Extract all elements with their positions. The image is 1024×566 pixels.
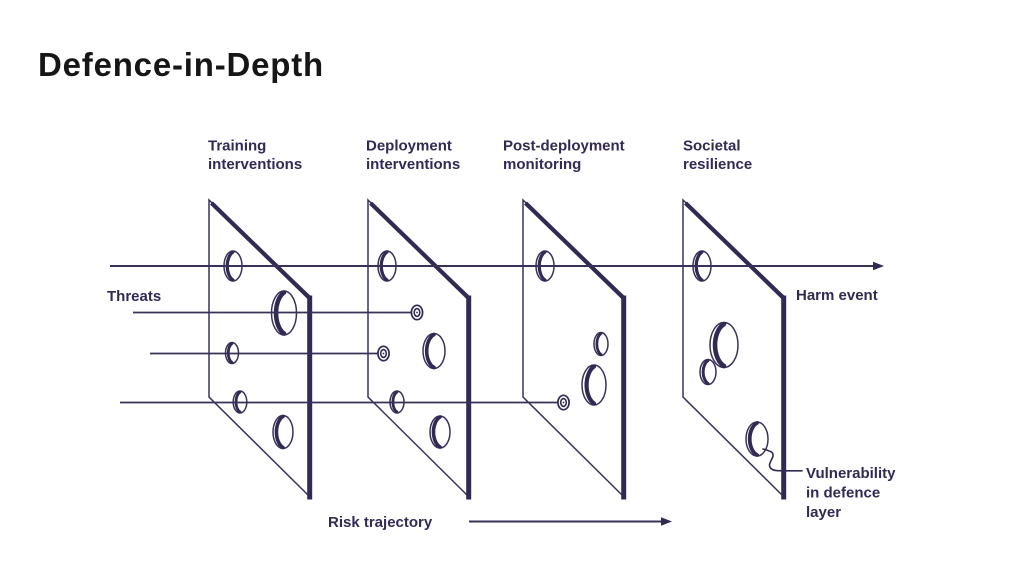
cheese-hole [699,358,717,386]
layer-label-monitoring: Post-deployment monitoring [503,138,625,174]
cheese-hole-vulnerability [745,421,769,457]
svg-text:Vulnerability: Vulnerability [806,465,896,482]
threat-line-1 [110,261,884,271]
cheese-hole [709,321,739,369]
cheese-hole [581,364,607,406]
page-title: Defence-in-Depth [38,46,324,83]
defence-layer-slice-training [208,198,313,500]
cheese-hole [429,415,451,449]
risk-trajectory-arrow [469,517,672,526]
cheese-hole [422,332,446,370]
threat-stopped-coil [377,345,390,362]
svg-text:Societal: Societal [683,138,741,155]
layer-label-deployment: Deployment interventions [366,138,460,174]
layer-label-resilience: Societal resilience [683,138,752,174]
svg-text:Deployment: Deployment [366,138,452,155]
harm-event-label: Harm event [796,287,878,304]
svg-text:in defence: in defence [806,485,880,502]
cheese-hole [593,331,609,357]
svg-text:interventions: interventions [208,156,302,173]
layer-label-training: Training interventions [208,138,302,174]
threats-label: Threats [107,288,161,305]
defence-layer-slice-resilience [682,198,787,500]
risk-trajectory-label: Risk trajectory [328,514,433,531]
cheese-hole [272,414,294,450]
svg-text:Post-deployment: Post-deployment [503,138,625,155]
svg-text:interventions: interventions [366,156,460,173]
threat-stopped-coil [410,304,424,321]
harm-arrowhead [873,261,884,271]
vulnerability-pointer-squiggle [762,448,803,472]
vulnerability-label: Vulnerability in defence layer [806,465,896,521]
threat-stopped-coil [557,394,570,411]
svg-text:resilience: resilience [683,156,752,173]
defence-layer-slice-monitoring [522,198,627,500]
svg-text:Training: Training [208,138,266,155]
svg-text:monitoring: monitoring [503,156,581,173]
svg-text:layer: layer [806,504,841,521]
